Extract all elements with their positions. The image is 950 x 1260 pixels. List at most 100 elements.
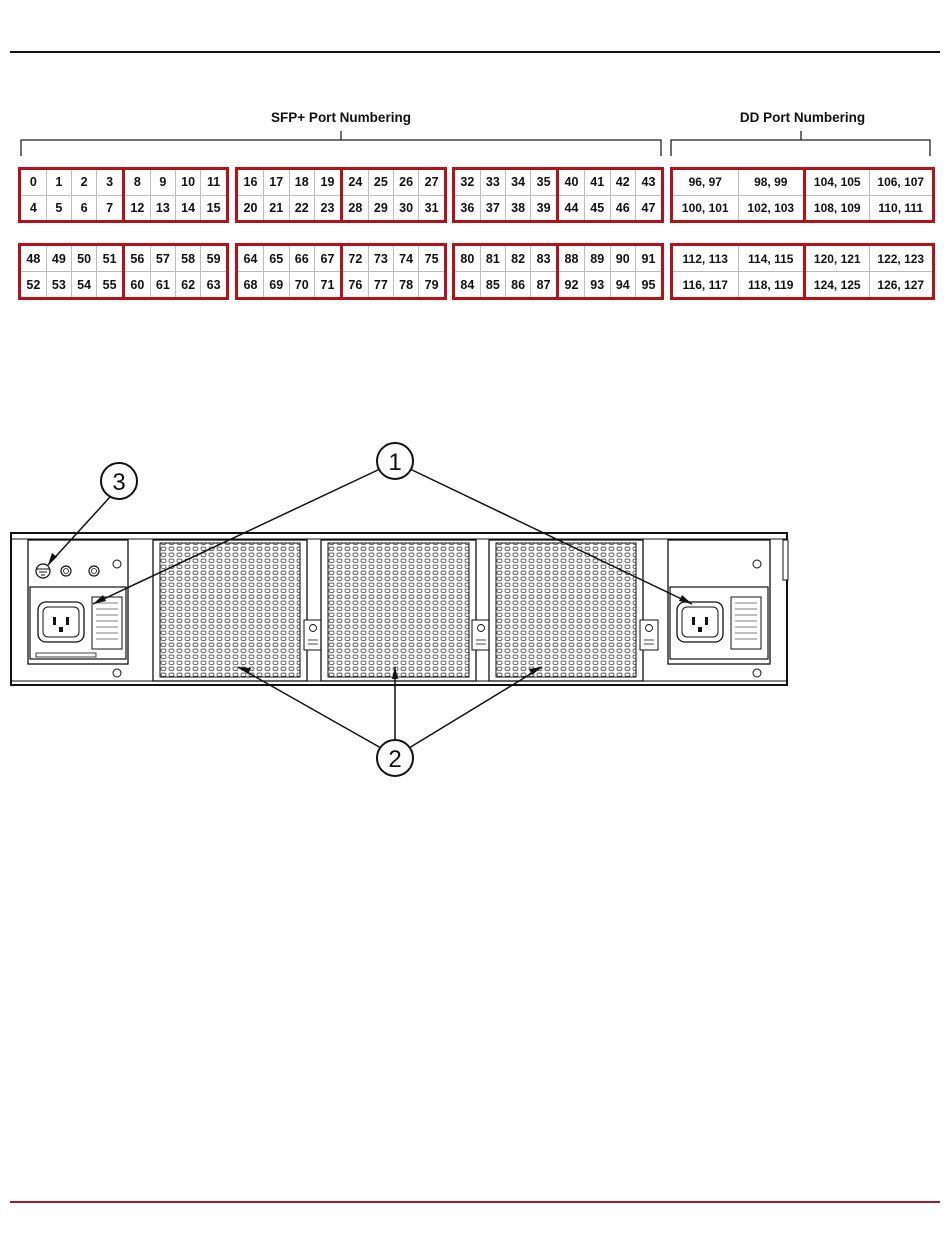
port-cell: 55: [96, 271, 122, 297]
port-cell: 84: [455, 271, 481, 297]
port-cell: 75: [418, 246, 444, 272]
callout-2: 2: [376, 739, 414, 777]
port-cell: 22: [288, 194, 315, 220]
port-cell: 122, 123: [868, 246, 932, 272]
port-cell: 110, 111: [868, 194, 932, 220]
right-psu: [667, 539, 771, 678]
port-cell: 91: [635, 246, 661, 272]
port-cell: 8: [125, 170, 151, 196]
dd-port-numbering-label: DD Port Numbering: [739, 110, 866, 125]
port-cell: 48: [21, 246, 47, 272]
sfp-port-numbering-label: SFP+ Port Numbering: [271, 110, 411, 125]
port-cell: 12: [125, 194, 151, 220]
port-cell: 39: [530, 194, 556, 220]
port-cell: 51: [96, 246, 122, 272]
port-cell: 34: [504, 170, 532, 196]
port-cell: 68: [238, 271, 264, 297]
port-cell: 17: [263, 170, 290, 196]
port-cell: 60: [125, 271, 151, 297]
sfp-bracket: [20, 131, 662, 156]
callout-3-number: 3: [112, 469, 125, 496]
port-cell: 42: [609, 170, 636, 196]
port-cell: 78: [392, 271, 420, 297]
leader-lines: [47, 468, 693, 749]
port-cell: 77: [367, 271, 395, 297]
port-cell: 88: [559, 246, 585, 272]
port-cell: 104, 105: [806, 170, 870, 196]
port-cell: 6: [70, 194, 98, 220]
footer-rule: [10, 1201, 940, 1203]
callout-2-number: 2: [388, 746, 401, 773]
port-cell: 102, 103: [737, 194, 803, 220]
port-cell: 126, 127: [868, 271, 932, 297]
port-cell: 63: [200, 271, 226, 297]
port-cell: 24: [343, 170, 369, 196]
port-cell: 47: [635, 194, 661, 220]
port-cell: 2: [70, 170, 98, 196]
left-psu: [27, 539, 129, 678]
port-cell: 44: [559, 194, 585, 220]
port-cell: 59: [200, 246, 226, 272]
port-cell: 29: [367, 194, 395, 220]
port-cell: 7: [96, 194, 122, 220]
port-cell: 26: [392, 170, 420, 196]
port-cell: 118, 119: [737, 271, 803, 297]
port-cell: 73: [367, 246, 395, 272]
port-cell: 116, 117: [673, 271, 739, 297]
power-inlet-icon: [37, 601, 85, 643]
port-cell: 38: [504, 194, 532, 220]
fan-module-1: [152, 539, 323, 682]
port-cell: 106, 107: [868, 170, 932, 196]
port-cell: 98, 99: [737, 170, 803, 196]
top-rule: [10, 51, 940, 53]
port-cell: 87: [530, 271, 556, 297]
port-cell: 27: [418, 170, 444, 196]
port-cell: 46: [609, 194, 636, 220]
port-cell: 56: [125, 246, 151, 272]
fan-module-2: [320, 539, 491, 682]
port-cell: 23: [314, 194, 340, 220]
arrowheads: [48, 553, 692, 679]
ground-icon: [35, 563, 51, 579]
port-cell: 15: [200, 194, 226, 220]
port-cell: 30: [392, 194, 420, 220]
port-cell: 28: [343, 194, 369, 220]
port-cell: 36: [455, 194, 481, 220]
chassis-rear-view: [10, 468, 789, 749]
port-cell: 5: [45, 194, 73, 220]
port-cell: 14: [174, 194, 202, 220]
port-cell: 61: [149, 271, 177, 297]
port-cell: 86: [504, 271, 532, 297]
callout-1-number: 1: [388, 449, 401, 476]
port-cell: 13: [149, 194, 177, 220]
callout-1: 1: [376, 442, 414, 480]
callout-3: 3: [100, 462, 138, 500]
port-cell: 124, 125: [806, 271, 870, 297]
port-cell: 52: [21, 271, 47, 297]
port-cell: 35: [530, 170, 556, 196]
port-cell: 82: [504, 246, 532, 272]
port-cell: 81: [479, 246, 507, 272]
port-cell: 114, 115: [737, 246, 803, 272]
port-cell: 70: [288, 271, 315, 297]
port-cell: 45: [584, 194, 611, 220]
power-inlet-icon: [676, 601, 724, 643]
port-cell: 71: [314, 271, 340, 297]
port-cell: 11: [200, 170, 226, 196]
port-cell: 4: [21, 194, 47, 220]
port-cell: 92: [559, 271, 585, 297]
